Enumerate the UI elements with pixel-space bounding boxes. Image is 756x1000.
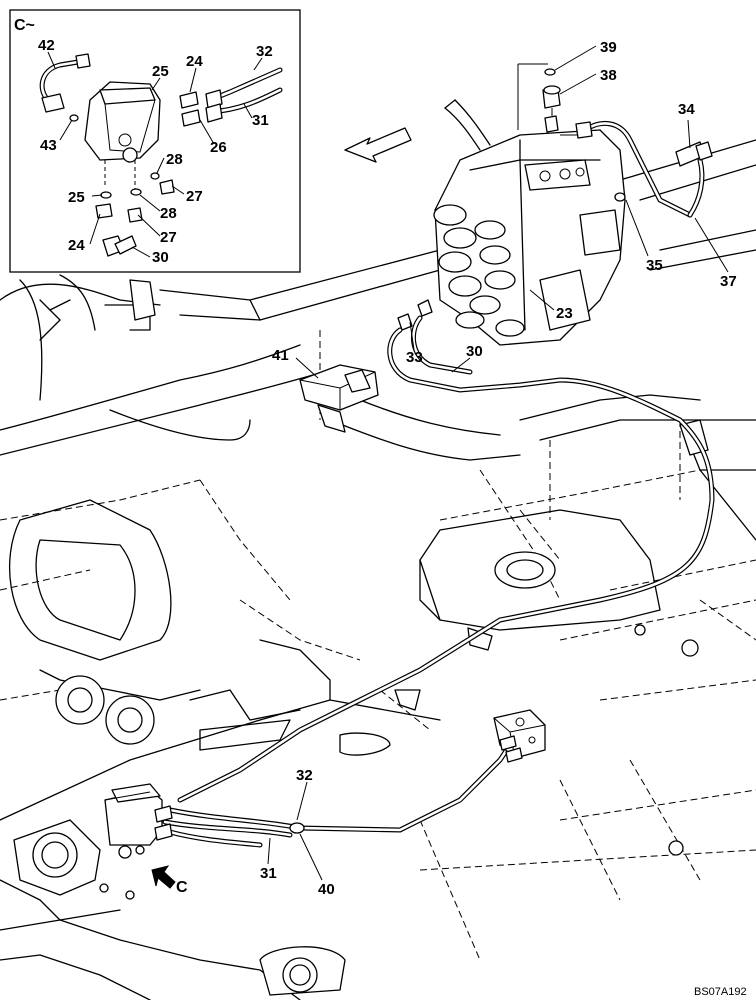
view-c-arrow (151, 865, 176, 889)
callout-39: 39 (600, 39, 617, 56)
callout-33: 33 (406, 349, 423, 366)
callout-23: 23 (556, 305, 573, 322)
callout-40: 40 (318, 881, 335, 898)
callout-37: 37 (720, 273, 737, 290)
control-valve (397, 99, 626, 346)
drawing-code: BS07A192 (694, 986, 747, 998)
hose-31-32 (162, 742, 513, 848)
callout-30-main: 30 (466, 343, 483, 360)
callout-32-inset: 32 (256, 43, 273, 60)
callout-24-bottom: 24 (68, 237, 85, 254)
callout-43: 43 (40, 137, 57, 154)
callout-41: 41 (272, 347, 289, 364)
inset-detail-c (9, 9, 301, 273)
callout-25-bottom: 25 (68, 189, 85, 206)
inset-title: C~ (14, 17, 35, 34)
callout-32-main: 32 (296, 767, 313, 784)
callout-27-top: 27 (186, 188, 203, 205)
callout-28-top: 28 (166, 151, 183, 168)
leader-lines (47, 45, 729, 881)
callout-38: 38 (600, 67, 617, 84)
callout-labels: C~ 42 43 25 24 32 31 26 28 27 25 28 24 2… (14, 17, 747, 998)
callout-34: 34 (678, 101, 695, 118)
callout-30-inset: 30 (152, 249, 169, 266)
callout-25-top: 25 (152, 63, 169, 80)
bottom-pedal-valve (104, 783, 173, 859)
fittings-38-39 (517, 63, 713, 218)
view-marker-c: C (176, 879, 188, 896)
solenoid-41 (299, 364, 379, 433)
callout-31-main: 31 (260, 865, 277, 882)
callout-28-bottom: 28 (160, 205, 177, 222)
callout-35: 35 (646, 257, 663, 274)
callout-26: 26 (210, 139, 227, 156)
callout-31-inset: 31 (252, 112, 269, 129)
callout-24-top: 24 (186, 53, 203, 70)
bottom-valve-block (493, 709, 546, 763)
direction-arrow (344, 127, 412, 163)
callout-27-bottom: 27 (160, 229, 177, 246)
chassis-frame (0, 139, 756, 1000)
callout-42: 42 (38, 37, 55, 54)
hose-30 (177, 315, 715, 803)
